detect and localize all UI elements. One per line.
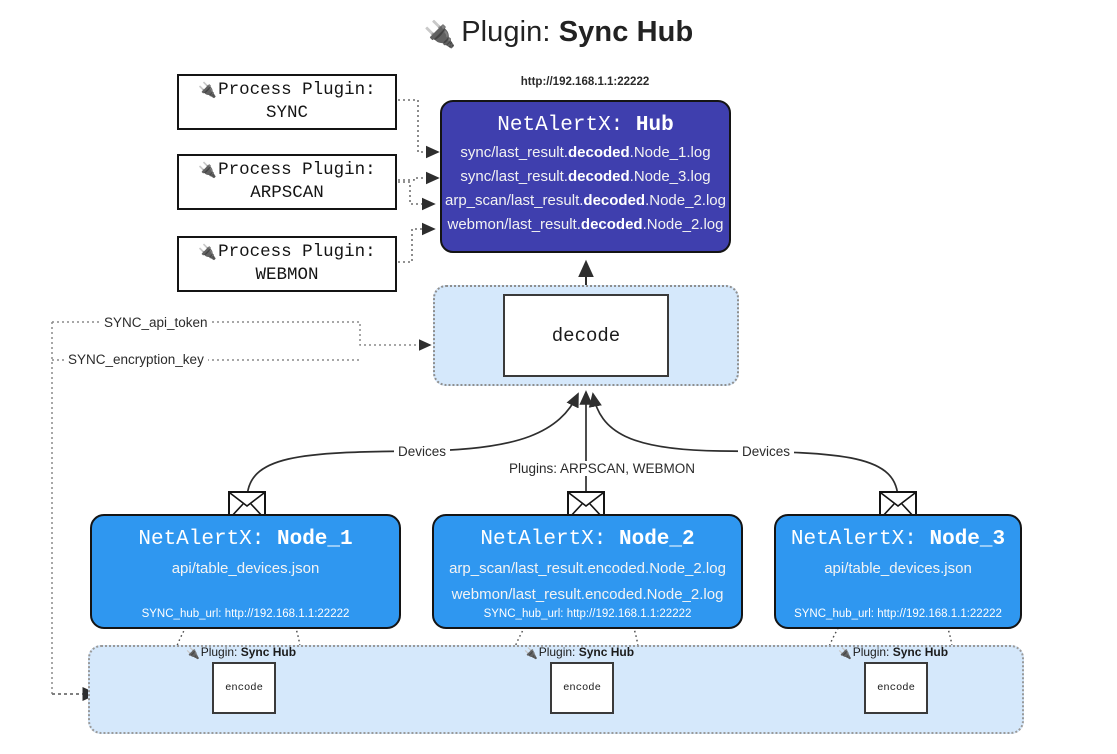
hub-node[interactable]: NetAlertX: Hub sync/last_result.decoded.…	[440, 100, 731, 253]
process-plugin-sync[interactable]: 🔌Process Plugin: SYNC	[177, 74, 397, 130]
title-name: Sync Hub	[558, 16, 694, 48]
node-3[interactable]: NetAlertX: Node_3 api/table_devices.json…	[774, 514, 1022, 629]
process-plugin-label: Process Plugin:	[218, 159, 376, 180]
hub-log-line: sync/last_result.decoded.Node_3.log	[460, 168, 711, 185]
node-title-name: Node_2	[619, 528, 695, 551]
sync-encryption-key-label: SYNC_encryption_key	[64, 352, 208, 367]
hub-title-prefix: NetAlertX:	[497, 114, 624, 137]
node-title: NetAlertX: Node_1	[92, 528, 399, 551]
node-2[interactable]: NetAlertX: Node_2 arp_scan/last_result.e…	[432, 514, 743, 629]
node-title-prefix: NetAlertX:	[138, 528, 265, 551]
process-plugin-name: SYNC	[265, 103, 308, 123]
plugins-label: Plugins: ARPSCAN, WEBMON	[505, 461, 700, 476]
plug-icon: 🔌	[198, 80, 218, 99]
devices-label-right: Devices	[738, 444, 795, 459]
hub-log-line: sync/last_result.decoded.Node_1.log	[460, 144, 711, 161]
node-title-prefix: NetAlertX:	[790, 528, 917, 551]
process-plugin-name: ARPSCAN	[250, 183, 324, 203]
encode-box[interactable]: encode	[550, 662, 614, 714]
node-resource-line: arp_scan/last_result.encoded.Node_2.log	[449, 560, 726, 577]
plug-icon: 🔌	[423, 19, 457, 49]
node-title: NetAlertX: Node_3	[776, 528, 1020, 551]
hub-url-label: http://192.168.1.1:22222	[520, 76, 650, 88]
node-hub-url-label: SYNC_hub_url: http://192.168.1.1:22222	[483, 608, 692, 620]
page-title: 🔌Plugin: Sync Hub	[0, 16, 1117, 50]
plug-icon: 🔌	[838, 647, 852, 660]
process-plugin-arpscan[interactable]: 🔌Process Plugin: ARPSCAN	[177, 154, 397, 210]
node-hub-url-label: SYNC_hub_url: http://192.168.1.1:22222	[794, 608, 1002, 620]
node-resource-line: webmon/last_result.encoded.Node_2.log	[451, 586, 724, 603]
node-1[interactable]: NetAlertX: Node_1 api/table_devices.json…	[90, 514, 401, 629]
devices-label-left: Devices	[394, 444, 451, 459]
node-hub-url-label: SYNC_hub_url: http://192.168.1.1:22222	[141, 608, 350, 620]
node-title: NetAlertX: Node_2	[434, 528, 741, 551]
sync-api-token-label: SYNC_api_token	[100, 315, 212, 330]
process-plugin-label: Process Plugin:	[218, 241, 376, 262]
plug-icon: 🔌	[186, 647, 200, 660]
encoder-plugin-label: 🔌Plugin: Sync Hub	[838, 645, 949, 660]
node-title-name: Node_1	[277, 528, 353, 551]
encode-box[interactable]: encode	[864, 662, 928, 714]
encoder-plugin-label: 🔌Plugin: Sync Hub	[186, 645, 297, 660]
process-plugin-webmon[interactable]: 🔌Process Plugin: WEBMON	[177, 236, 397, 292]
decode-box[interactable]: decode	[503, 294, 669, 377]
plug-icon: 🔌	[198, 160, 218, 179]
plug-icon: 🔌	[198, 242, 218, 261]
process-plugin-name: WEBMON	[255, 265, 319, 285]
hub-log-line: arp_scan/last_result.decoded.Node_2.log	[445, 192, 726, 209]
plug-icon: 🔌	[524, 647, 538, 660]
encoder-plugin-label: 🔌Plugin: Sync Hub	[524, 645, 635, 660]
hub-title: NetAlertX: Hub	[442, 114, 729, 137]
node-resource-line: api/table_devices.json	[171, 560, 320, 577]
node-title-prefix: NetAlertX:	[480, 528, 607, 551]
process-plugin-label: Process Plugin:	[218, 79, 376, 100]
encode-box[interactable]: encode	[212, 662, 276, 714]
title-prefix: Plugin:	[461, 16, 551, 48]
hub-log-line: webmon/last_result.decoded.Node_2.log	[447, 216, 724, 233]
hub-title-name: Hub	[635, 114, 674, 137]
node-title-name: Node_3	[929, 528, 1006, 551]
node-resource-line: api/table_devices.json	[824, 560, 972, 577]
